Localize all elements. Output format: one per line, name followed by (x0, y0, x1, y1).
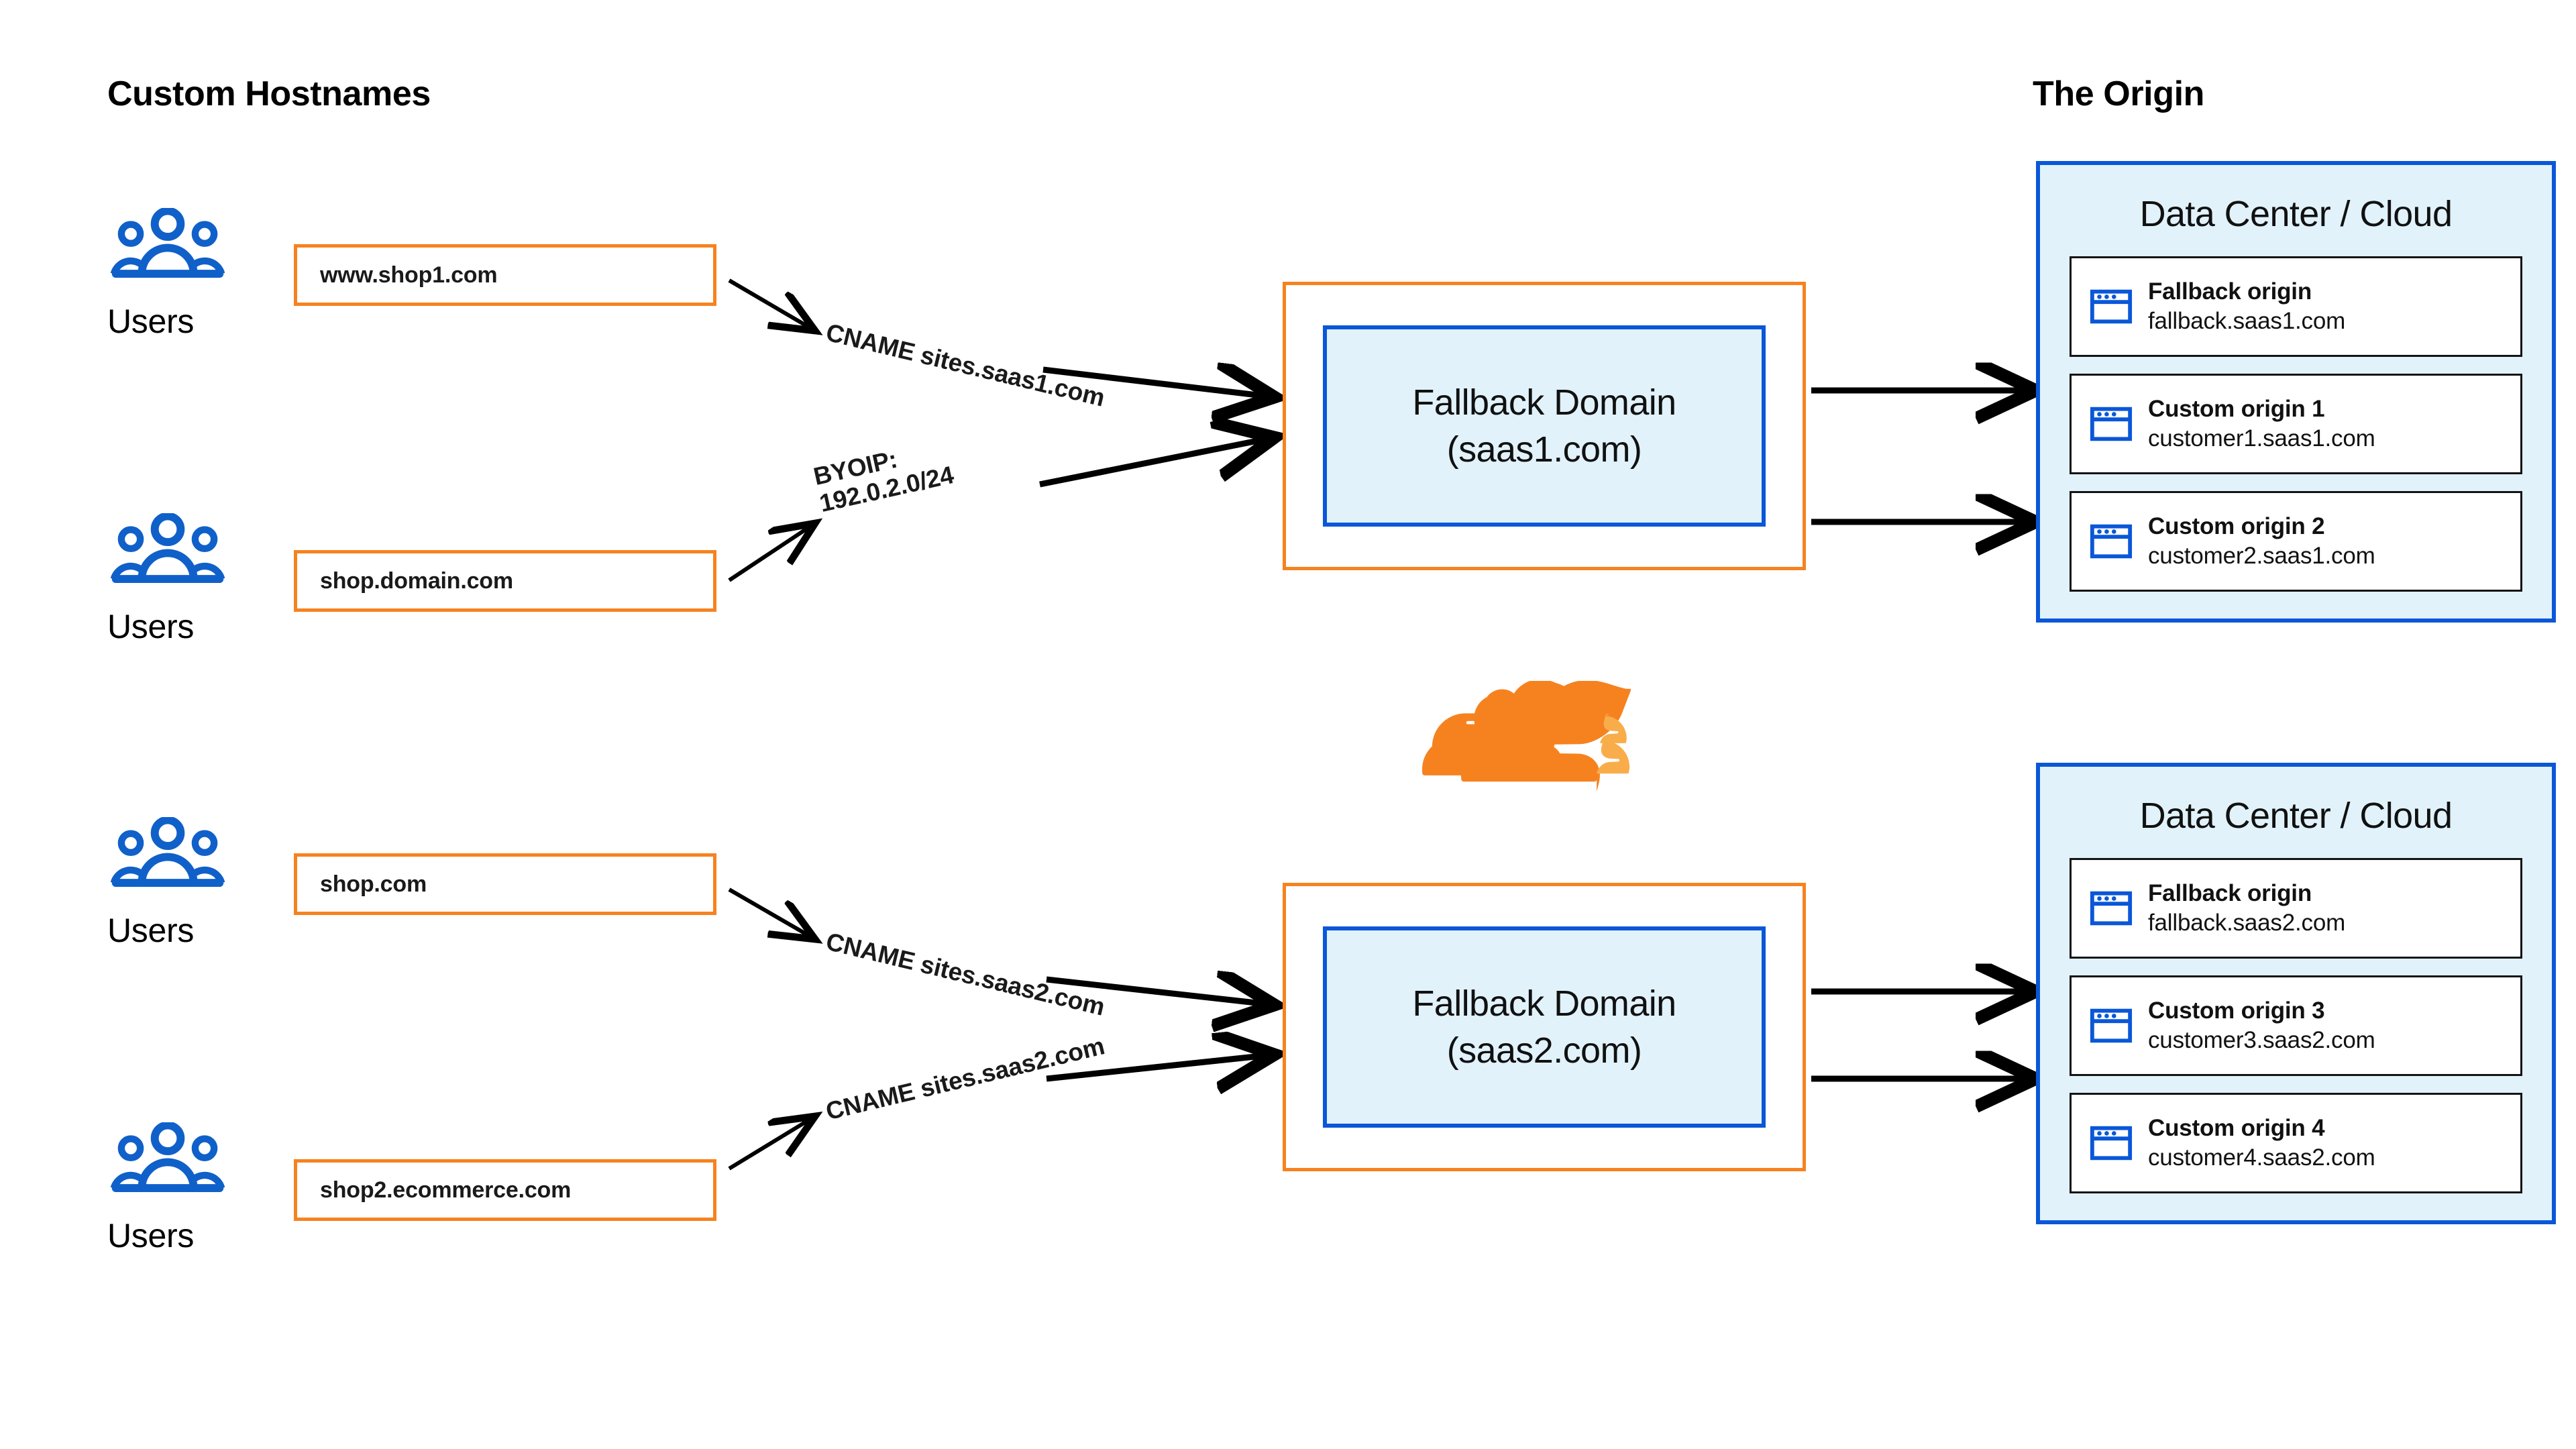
users-group-3: Users (107, 817, 262, 947)
browser-window-icon (2090, 1008, 2133, 1042)
users-icon (110, 817, 225, 888)
custom-hostname-box-1[interactable]: www.shop1.com (294, 244, 716, 306)
fallback-domain-title: Fallback Domain (1412, 983, 1676, 1024)
custom-hostname-box-3[interactable]: shop.com (294, 853, 716, 915)
connector-label-cname-saas2-b: CNAME sites.saas2.com (823, 1032, 1108, 1126)
connector-label-line: CNAME sites.saas2.com (823, 927, 1108, 1021)
browser-window-icon (2090, 891, 2133, 925)
users-label: Users (107, 1217, 195, 1254)
origin-title: Custom origin 2 (2148, 513, 2325, 539)
fallback-domain-title: Fallback Domain (1412, 382, 1676, 423)
browser-window-icon (2090, 289, 2133, 323)
origin-text: Fallback origin fallback.saas1.com (2148, 277, 2345, 336)
origin-hostname: fallback.saas2.com (2148, 909, 2346, 936)
connector-label-line: CNAME sites.saas1.com (823, 318, 1108, 412)
data-center-title: Data Center / Cloud (2139, 796, 2453, 836)
origin-card-custom-4[interactable]: Custom origin 4 customer4.saas2.com (2070, 1092, 2522, 1193)
custom-hostname-box-2[interactable]: shop.domain.com (294, 550, 716, 612)
origin-text: Custom origin 1 customer1.saas1.com (2148, 394, 2375, 453)
page-title-custom-hostnames: Custom Hostnames (107, 74, 431, 113)
fallback-domain-inner-2: Fallback Domain (saas2.com) (1323, 926, 1766, 1128)
origin-title: Fallback origin (2148, 879, 2312, 906)
fallback-domain-name: (saas1.com) (1446, 429, 1642, 470)
page-title-the-origin: The Origin (2033, 74, 2205, 113)
users-label: Users (107, 912, 195, 949)
origin-text: Fallback origin fallback.saas2.com (2148, 879, 2345, 938)
users-label: Users (107, 303, 195, 340)
custom-hostname-value: shop2.ecommerce.com (320, 1177, 572, 1203)
browser-window-icon (2090, 524, 2133, 558)
users-group-4: Users (107, 1122, 262, 1252)
origin-hostname: customer1.saas1.com (2148, 425, 2375, 451)
origin-hostname: fallback.saas1.com (2148, 307, 2346, 334)
origin-title: Fallback origin (2148, 278, 2312, 305)
browser-window-icon (2090, 1126, 2133, 1160)
custom-hostname-value: shop.com (320, 871, 427, 897)
origin-hostname: customer2.saas1.com (2148, 542, 2375, 569)
cloudflare-cloud-logo (1422, 681, 1631, 792)
fallback-domain-box-1[interactable]: Fallback Domain (saas1.com) (1283, 282, 1806, 570)
browser-window-icon (2090, 407, 2133, 441)
origin-title: Custom origin 4 (2148, 1114, 2325, 1141)
connector-label-byoip: BYOIP: 192.0.2.0/24 (811, 434, 956, 518)
connector-label-cname-saas1: CNAME sites.saas1.com (823, 318, 1108, 413)
connector-label-line: CNAME sites.saas2.com (822, 1032, 1108, 1126)
origin-text: Custom origin 2 customer2.saas1.com (2148, 512, 2375, 571)
data-center-panel-1: Data Center / Cloud Fallback origin fall… (2036, 161, 2556, 623)
origin-card-custom-2[interactable]: Custom origin 2 customer2.saas1.com (2070, 490, 2522, 592)
custom-hostname-value: shop.domain.com (320, 568, 513, 594)
users-group-2: Users (107, 513, 262, 643)
origin-title: Custom origin 3 (2148, 997, 2325, 1024)
origin-card-fallback-1[interactable]: Fallback origin fallback.saas1.com (2070, 256, 2522, 357)
fallback-domain-inner-1: Fallback Domain (saas1.com) (1323, 325, 1766, 527)
fallback-domain-name: (saas2.com) (1446, 1030, 1642, 1071)
data-center-panel-2: Data Center / Cloud Fallback origin fall… (2036, 763, 2556, 1224)
users-icon (110, 1122, 225, 1193)
custom-hostname-value: www.shop1.com (320, 262, 498, 288)
origin-card-fallback-2[interactable]: Fallback origin fallback.saas2.com (2070, 857, 2522, 959)
users-label: Users (107, 608, 195, 645)
users-icon (110, 513, 225, 584)
origin-hostname: customer3.saas2.com (2148, 1026, 2375, 1053)
origin-hostname: customer4.saas2.com (2148, 1144, 2375, 1171)
users-group-1: Users (107, 208, 262, 338)
data-center-title: Data Center / Cloud (2139, 194, 2453, 234)
origin-card-custom-1[interactable]: Custom origin 1 customer1.saas1.com (2070, 373, 2522, 474)
custom-hostname-box-4[interactable]: shop2.ecommerce.com (294, 1159, 716, 1221)
connector-label-cname-saas2-a: CNAME sites.saas2.com (823, 927, 1108, 1022)
users-icon (110, 208, 225, 278)
origin-text: Custom origin 3 customer3.saas2.com (2148, 996, 2375, 1055)
origin-card-custom-3[interactable]: Custom origin 3 customer3.saas2.com (2070, 975, 2522, 1076)
origin-text: Custom origin 4 customer4.saas2.com (2148, 1114, 2375, 1173)
fallback-domain-box-2[interactable]: Fallback Domain (saas2.com) (1283, 883, 1806, 1171)
origin-title: Custom origin 1 (2148, 395, 2325, 422)
